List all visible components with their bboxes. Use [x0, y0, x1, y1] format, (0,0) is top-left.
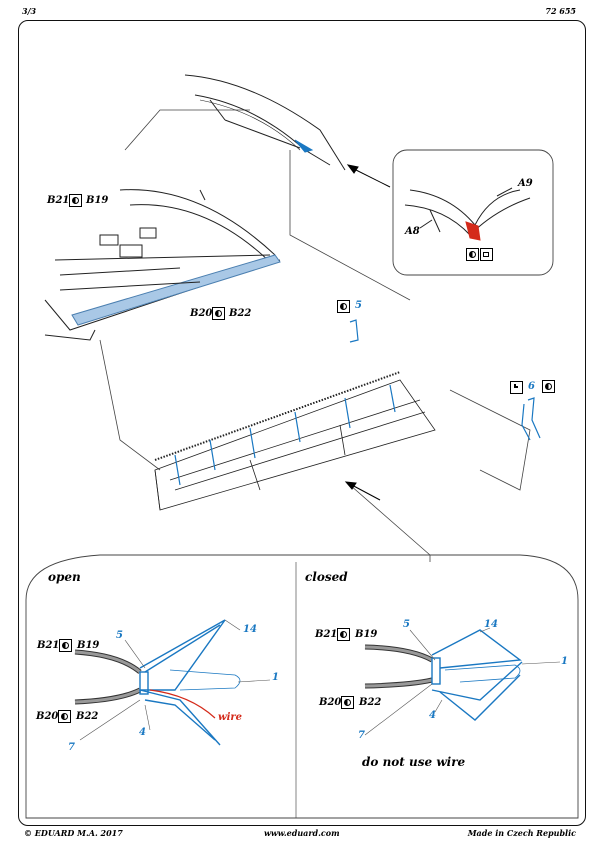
open-part-7: 7: [68, 742, 75, 753]
part-5-label: 5: [355, 300, 362, 311]
detail-panel-outline: [25, 554, 579, 819]
paint-icon: [69, 194, 82, 207]
label-b21: B21: [47, 195, 70, 206]
page-number: 3/3: [22, 6, 37, 16]
open-part-1: 1: [272, 672, 279, 683]
closed-part-14: 14: [484, 619, 498, 630]
closed-part-4: 4: [429, 710, 436, 721]
leader-line: [99, 339, 161, 471]
blank-icon: [480, 248, 493, 261]
open-label-b20: B20: [36, 711, 59, 722]
closed-diagram: [364, 627, 561, 736]
page-frame: [18, 20, 586, 826]
paint-icon: [341, 696, 354, 709]
leader-line: [289, 150, 411, 301]
open-part-4: 4: [139, 727, 146, 738]
closed-note: do not use wire: [362, 755, 466, 769]
label-b19: B19: [86, 195, 109, 206]
footer-origin: Made in Czech Republic: [467, 828, 576, 838]
paint-icon: [337, 300, 350, 313]
open-label-b19: B19: [77, 640, 100, 651]
open-label-b22: B22: [76, 711, 99, 722]
closed-part-5: 5: [403, 619, 410, 630]
part-a8-label: A8: [405, 226, 420, 237]
part-6-label: 6: [528, 381, 535, 392]
open-wire-label: wire: [218, 712, 243, 723]
label-b22: B22: [229, 308, 252, 319]
open-title: open: [48, 570, 81, 584]
closed-part-1: 1: [561, 656, 568, 667]
wing-main: [44, 189, 281, 341]
paint-icon: [337, 628, 350, 641]
closed-part-7: 7: [358, 730, 365, 741]
closed-label-b21: B21: [315, 629, 338, 640]
footer-website[interactable]: www.eduard.com: [264, 828, 340, 838]
part-5-shape: [349, 319, 359, 343]
paint-icon: [59, 639, 72, 652]
paint-icon: [466, 248, 479, 261]
bay-assembly: [154, 371, 436, 511]
label-b20: B20: [190, 308, 213, 319]
paint-icon: [212, 307, 225, 320]
open-part-14: 14: [243, 624, 257, 635]
part-a9-label: A9: [518, 178, 533, 189]
part-6-shape: [527, 397, 541, 439]
wing-top-section: [184, 74, 346, 171]
closed-label-b20: B20: [319, 697, 342, 708]
leader-line: [124, 109, 250, 151]
paint-icon: [542, 380, 555, 393]
footer-copyright: © EDUARD M.A. 2017: [24, 828, 123, 838]
open-diagram: [74, 619, 271, 746]
closed-label-b19: B19: [355, 629, 378, 640]
open-part-5: 5: [116, 630, 123, 641]
closed-title: closed: [305, 570, 348, 584]
bend-icon: [510, 381, 523, 394]
detail-inset: [392, 149, 554, 276]
closed-label-b22: B22: [359, 697, 382, 708]
open-label-b21: B21: [37, 640, 60, 651]
set-code: 72 655: [545, 6, 576, 16]
paint-icon: [58, 710, 71, 723]
leader-line: [449, 389, 531, 491]
